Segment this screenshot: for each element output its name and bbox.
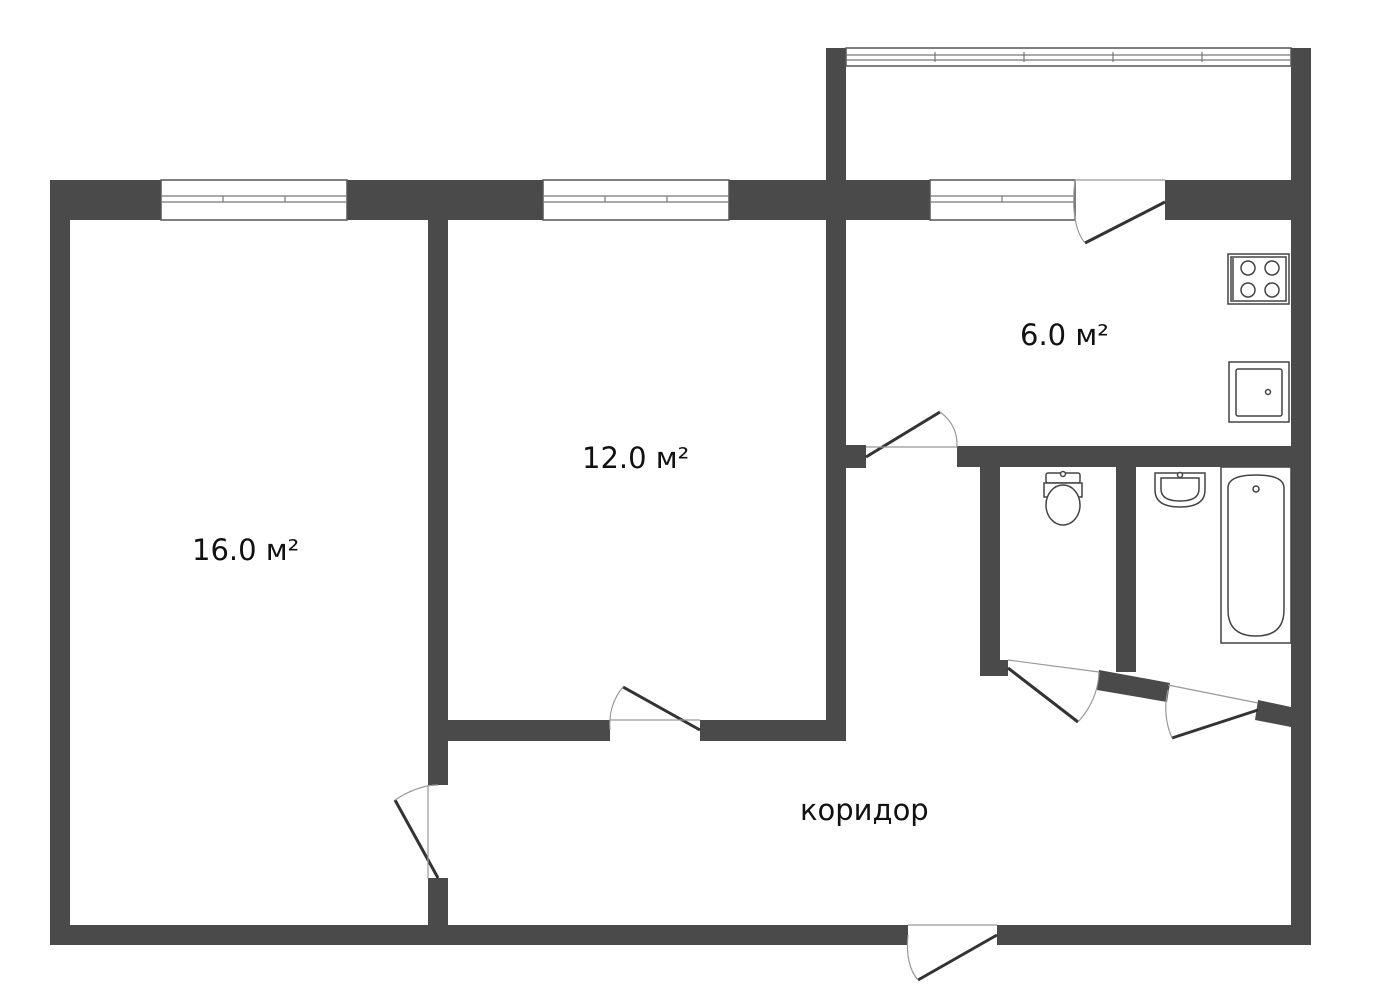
wall-room2-bottom-right — [700, 720, 846, 741]
door-entrance — [906, 924, 998, 982]
wall-partition-2 — [826, 208, 846, 741]
wall-top-1 — [50, 180, 161, 220]
door-kitchen — [865, 410, 958, 459]
room-1-area-label: 16.0 м² — [192, 533, 299, 567]
wall-top-4 — [1165, 180, 1311, 220]
wall-bath-bottom-left — [1097, 670, 1170, 702]
wall-kitchen-bottom — [957, 446, 1291, 467]
wall-outer-bottom-left — [50, 925, 908, 945]
wall-wc-right — [1116, 467, 1136, 672]
corridor-label: коридор — [800, 793, 929, 827]
toilet-icon — [1043, 470, 1083, 526]
bathtub-icon — [1220, 466, 1292, 644]
window-balcony — [845, 47, 1292, 67]
door-room1 — [393, 784, 440, 879]
door-room2 — [609, 685, 701, 732]
door-bathroom — [1165, 684, 1259, 740]
wall-balcony-left — [826, 48, 846, 208]
wall-partition-2-stub — [846, 445, 866, 468]
stove-icon — [1227, 253, 1290, 305]
wall-top-2 — [347, 180, 543, 220]
door-wc — [1007, 659, 1100, 724]
wall-partition-1-lower — [428, 878, 448, 930]
window-room1 — [160, 179, 348, 221]
wall-partition-1-upper — [428, 220, 448, 785]
wall-room2-bottom-left — [448, 720, 610, 741]
door-balcony — [1073, 179, 1166, 245]
window-room2 — [542, 179, 730, 221]
wall-balcony-right — [1291, 48, 1311, 210]
walls — [50, 48, 1311, 945]
kitchen-sink-icon — [1228, 361, 1290, 423]
wall-wc-left — [980, 467, 1000, 662]
window-kitchen — [929, 179, 1076, 221]
washbasin-icon — [1154, 471, 1206, 508]
kitchen-area-label: 6.0 м² — [1020, 318, 1109, 352]
wall-wc-left-foot — [980, 660, 1008, 676]
wall-outer-bottom-right — [997, 925, 1311, 945]
wall-outer-left — [50, 180, 70, 945]
room-2-area-label: 12.0 м² — [582, 441, 689, 475]
wall-outer-right — [1291, 180, 1311, 945]
wall-bath-bottom-right — [1255, 700, 1291, 727]
